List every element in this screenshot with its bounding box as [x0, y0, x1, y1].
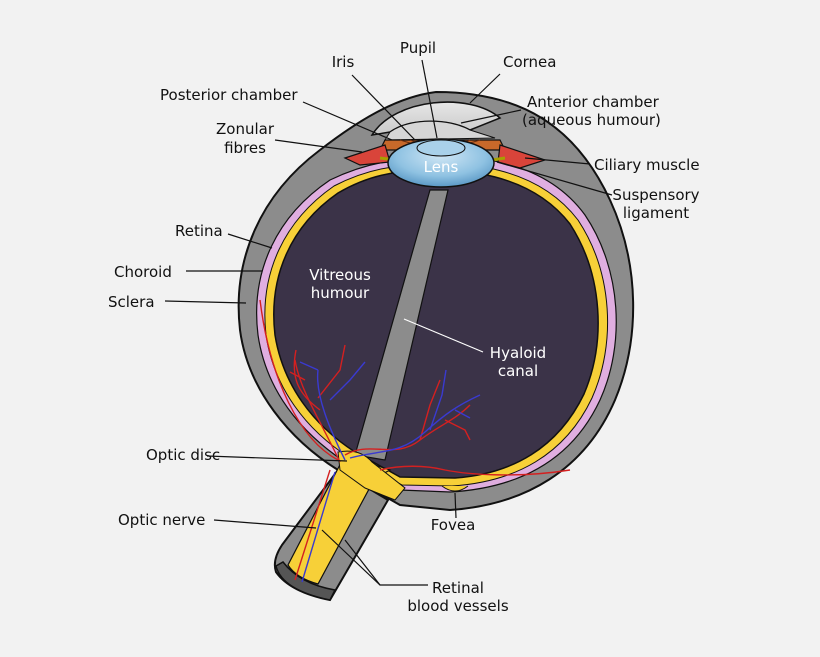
- label-optic-nerve: Optic nerve: [118, 511, 205, 529]
- label-cornea: Cornea: [503, 53, 556, 71]
- label-blood-vessels: blood vessels: [407, 597, 508, 615]
- hyaloid-canal: [354, 189, 449, 461]
- label-iris: Iris: [332, 53, 355, 71]
- label-retina: Retina: [175, 222, 223, 240]
- label-hyaloid: Hyaloid: [490, 344, 546, 362]
- label-fovea: Fovea: [431, 516, 476, 534]
- optic-disc: [337, 450, 406, 501]
- label-retinal: Retinal: [432, 579, 484, 597]
- leader-lines: [164, 59, 613, 586]
- label-lens: Lens: [424, 158, 459, 176]
- anterior-chamber: [384, 120, 496, 141]
- label-zonular: Zonular: [216, 120, 275, 138]
- vitreous-humour: [273, 169, 599, 479]
- label-ciliary-muscle: Ciliary muscle: [594, 156, 700, 174]
- label-suspensory: Suspensory: [612, 186, 699, 204]
- retinal-arteries: [259, 299, 571, 581]
- label-vitreous: Vitreous: [309, 266, 371, 284]
- label-aqueous-humour: (aqueous humour): [522, 111, 661, 129]
- lens-nucleus: [416, 139, 466, 157]
- label-optic-disc: Optic disc: [146, 446, 220, 464]
- optic-nerve-cap: [275, 561, 337, 601]
- label-humour: humour: [311, 284, 370, 302]
- label-choroid: Choroid: [114, 263, 172, 281]
- label-pupil: Pupil: [400, 39, 436, 57]
- label-anterior-chamber: Anterior chamber: [527, 93, 660, 111]
- label-canal: canal: [498, 362, 538, 380]
- fovea-dimple: [441, 485, 469, 492]
- label-ligament: ligament: [623, 204, 689, 222]
- lens: [387, 138, 495, 188]
- label-posterior-chamber: Posterior chamber: [160, 86, 298, 104]
- retinal-veins: [299, 361, 481, 583]
- label-sclera: Sclera: [108, 293, 155, 311]
- label-fibres: fibres: [224, 139, 266, 157]
